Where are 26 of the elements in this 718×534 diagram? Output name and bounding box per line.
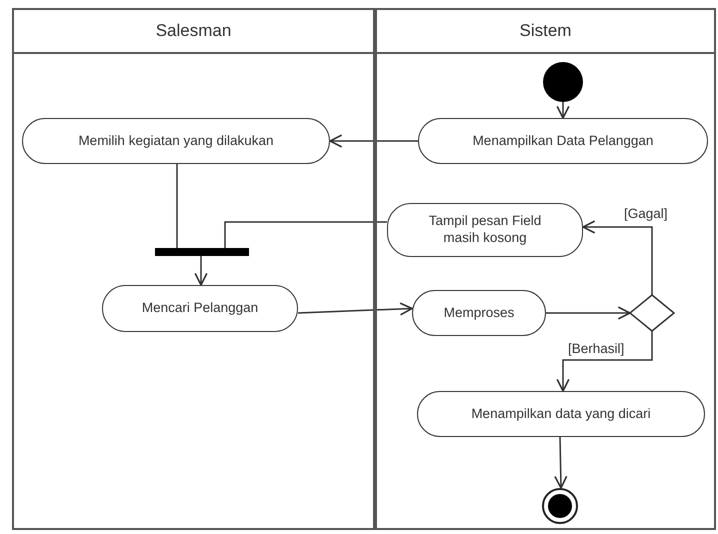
final-node (542, 488, 578, 524)
swimlane (12, 8, 375, 530)
lane-header: Salesman (14, 10, 373, 54)
arrow (546, 306, 631, 320)
action-node: Menampilkan Data Pelanggan (418, 118, 708, 164)
arrow (556, 331, 653, 392)
arrow (194, 256, 208, 286)
swimlane (375, 8, 716, 530)
decision-diamond (628, 294, 676, 332)
connector-line (224, 221, 387, 248)
arrow (556, 102, 570, 119)
edge-label: [Gagal] (622, 206, 670, 221)
arrow (582, 220, 653, 295)
arrow (554, 436, 568, 489)
action-node: Mencari Pelanggan (102, 285, 298, 332)
lane-header: Sistem (377, 10, 714, 54)
edge-label: [Berhasil] (566, 341, 626, 356)
connector-line (176, 164, 178, 248)
action-node: Tampil pesan Field masih kosong (387, 203, 583, 257)
action-node: Menampilkan data yang dicari (417, 391, 705, 437)
action-node: Memilih kegiatan yang dilakukan (22, 118, 330, 164)
action-node: Memproses (412, 290, 546, 336)
initial-node (543, 62, 583, 102)
fork-bar (155, 248, 249, 256)
arrow (298, 302, 413, 316)
arrow (329, 134, 418, 148)
